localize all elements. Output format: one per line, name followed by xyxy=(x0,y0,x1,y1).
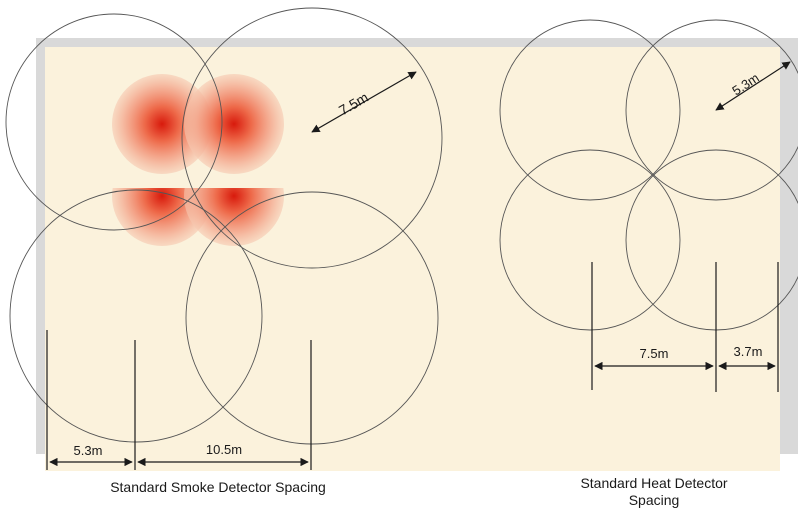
heat-detector-spacing-label: 7.5m xyxy=(640,346,669,361)
coverage-radius-arrow xyxy=(715,61,791,111)
smoke-plume-4 xyxy=(184,188,284,246)
heat-wall-spacing-label: 3.7m xyxy=(734,344,763,359)
smoke-coverage-circles xyxy=(5,7,443,445)
heat-dimensions xyxy=(591,61,791,392)
heat-coverage-circle xyxy=(625,19,798,201)
coverage-radius-arrow xyxy=(311,71,417,133)
smoke-coverage-circle xyxy=(185,191,439,445)
heat-caption-line-2: Spacing xyxy=(629,492,680,508)
heat-caption-line-1: Standard Heat Detector xyxy=(580,475,727,491)
heat-coverage-circle xyxy=(499,19,681,201)
smoke-dimensions xyxy=(46,71,417,470)
heat-coverage-circle xyxy=(499,149,681,331)
smoke-coverage-circle xyxy=(181,7,443,269)
smoke-plumes xyxy=(112,74,284,246)
smoke-wall-spacing-label: 5.3m xyxy=(74,443,103,458)
smoke-coverage-circle xyxy=(5,13,223,231)
smoke-plume-1 xyxy=(112,74,212,174)
smoke-detector-spacing-label: 10.5m xyxy=(206,442,242,457)
smoke-caption: Standard Smoke Detector Spacing xyxy=(110,479,326,495)
heat-coverage-circles xyxy=(499,19,798,331)
smoke-coverage-circle xyxy=(9,189,263,443)
smoke-plume-2 xyxy=(184,74,284,174)
